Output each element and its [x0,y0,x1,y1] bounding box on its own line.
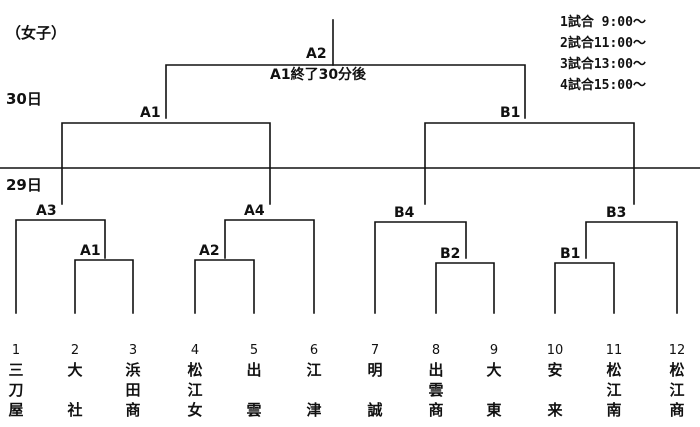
match-b4-label: B4 [394,205,415,221]
r1-b2-bracket-line [435,262,495,314]
team-name-vertical: 安来 [547,361,563,419]
schedule-match-2: 2試合11:00～ [560,36,646,51]
final-time-note: A1終了30分後 [270,67,367,83]
team-name-vertical: 松江南 [606,361,622,419]
match-semi-right-label: B1 [500,105,521,121]
team-seed: 1 [11,343,21,358]
quarter-b3-bracket-line [585,221,678,314]
day-final-label: 30日 [6,90,42,108]
quarter-b4-bracket-line [374,221,467,314]
team-seed: 6 [309,343,319,358]
team-seed: 7 [370,343,380,358]
r1-a2-bracket-line [194,259,255,314]
schedule-match-1: 1試合 9:00～ [560,15,646,30]
match-b3-label: B3 [606,205,627,221]
team-name-vertical: 松江女 [187,361,203,419]
quarter-a4-bracket-line [224,219,315,314]
match-r1-a2-label: A2 [199,243,220,259]
match-r1-a1-label: A1 [80,243,101,259]
match-r1-b1-label: B1 [560,246,581,262]
team-seed: 4 [190,343,200,358]
team-seed: 10 [546,343,564,358]
quarter-a3-bracket-line [15,219,106,314]
team-seed: 9 [489,343,499,358]
category-label: （女子） [6,24,67,42]
team-name-vertical: 三刀屋 [8,361,24,419]
team-name-vertical: 江津 [306,361,322,419]
final-bracket-line [165,64,526,119]
match-r1-b2-label: B2 [440,246,461,262]
schedule-match-3: 3試合13:00～ [560,57,646,72]
day-prelim-label: 29日 [6,176,42,194]
team-seed: 5 [249,343,259,358]
semi-right-bracket-line [424,122,635,205]
team-name-vertical: 浜田商 [125,361,141,419]
team-seed: 3 [128,343,138,358]
match-semi-left-label: A1 [140,105,161,121]
team-name-vertical: 出雲商 [428,361,444,419]
r1-b1-bracket-line [554,262,615,314]
team-seed: 12 [668,343,686,358]
team-name-vertical: 出雲 [246,361,262,419]
schedule-match-4: 4試合15:00～ [560,78,646,93]
match-a4-label: A4 [244,203,265,219]
team-name-vertical: 明誠 [367,361,383,419]
match-final-label: A2 [306,46,327,62]
team-seed: 8 [431,343,441,358]
team-seed: 2 [70,343,80,358]
r1-a1-bracket-line [74,259,134,314]
team-name-vertical: 大東 [486,361,502,419]
team-seed: 11 [605,343,623,358]
team-name-vertical: 大社 [67,361,83,419]
semi-left-bracket-line [61,122,271,205]
team-name-vertical: 松江商 [669,361,685,419]
match-a3-label: A3 [36,203,57,219]
